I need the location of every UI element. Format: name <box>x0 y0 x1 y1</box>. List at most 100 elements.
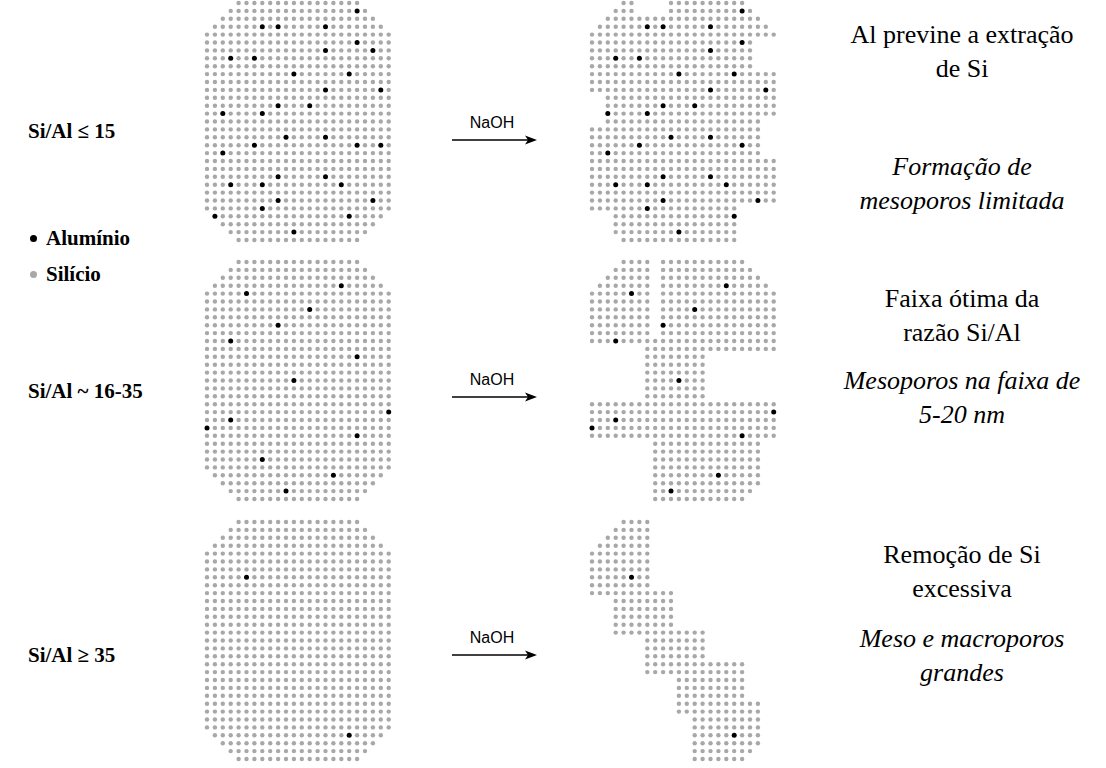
silicon-atom <box>724 190 728 194</box>
silicon-atom <box>347 378 351 382</box>
silicon-atom <box>716 17 720 21</box>
silicon-atom <box>252 331 256 335</box>
silicon-atom <box>347 151 351 155</box>
silicon-atom <box>292 1 296 5</box>
silicon-atom <box>292 17 296 21</box>
silicon-atom <box>590 206 594 210</box>
silicon-atom <box>347 167 351 171</box>
silicon-atom <box>323 473 327 477</box>
silicon-atom <box>387 119 391 123</box>
silicon-atom <box>284 40 288 44</box>
silicon-atom <box>236 135 240 139</box>
silicon-atom <box>363 268 367 272</box>
silicon-atom <box>355 56 359 60</box>
silicon-atom <box>614 80 618 84</box>
silicon-atom <box>205 80 209 84</box>
silicon-atom <box>244 151 248 155</box>
silicon-atom <box>347 135 351 139</box>
silicon-atom <box>308 457 312 461</box>
silicon-atom <box>629 32 633 36</box>
zeolite-after <box>590 1 776 242</box>
silicon-atom <box>379 323 383 327</box>
silicon-atom <box>276 370 280 374</box>
silicon-atom <box>748 48 752 52</box>
silicon-atom <box>379 339 383 343</box>
silicon-atom <box>221 56 225 60</box>
silicon-atom <box>284 323 288 327</box>
silicon-atom <box>669 183 673 187</box>
silicon-atom <box>284 331 288 335</box>
silicon-atom <box>205 32 209 36</box>
silicon-atom <box>764 32 768 36</box>
silicon-atom <box>229 127 233 131</box>
silicon-atom <box>371 111 375 115</box>
silicon-atom <box>347 410 351 414</box>
silicon-atom <box>629 143 633 147</box>
silicon-atom <box>268 347 272 351</box>
silicon-atom <box>387 80 391 84</box>
silicon-atom <box>331 238 335 242</box>
silicon-atom <box>685 127 689 131</box>
silicon-atom <box>355 307 359 311</box>
silicon-atom <box>292 465 296 469</box>
silicon-atom <box>732 167 736 171</box>
silicon-atom <box>379 370 383 374</box>
silicon-atom <box>244 481 248 485</box>
silicon-atom <box>772 198 776 202</box>
silicon-atom <box>268 32 272 36</box>
silicon-atom <box>669 143 673 147</box>
silicon-atom <box>236 25 240 29</box>
silicon-atom <box>371 386 375 390</box>
silicon-atom <box>236 190 240 194</box>
silicon-atom <box>355 473 359 477</box>
silicon-atom <box>371 410 375 414</box>
silicon-atom <box>379 175 383 179</box>
silicon-atom <box>355 32 359 36</box>
silicon-atom <box>260 96 264 100</box>
silicon-atom <box>236 276 240 280</box>
silicon-atom <box>276 299 280 303</box>
silicon-atom <box>363 72 367 76</box>
silicon-atom <box>213 151 217 155</box>
silicon-atom <box>629 9 633 13</box>
silicon-atom <box>756 119 760 123</box>
silicon-atom <box>205 363 209 367</box>
silicon-atom <box>308 119 312 123</box>
silicon-atom <box>371 370 375 374</box>
silicon-atom <box>724 238 728 242</box>
silicon-atom <box>732 25 736 29</box>
silicon-atom <box>724 111 728 115</box>
silicon-atom <box>669 56 673 60</box>
silicon-atom <box>637 183 641 187</box>
silicon-atom <box>292 457 296 461</box>
silicon-atom <box>276 315 280 319</box>
silicon-atom <box>347 473 351 477</box>
silicon-atom <box>260 394 264 398</box>
silicon-atom <box>700 143 704 147</box>
silicon-atom <box>284 284 288 288</box>
silicon-atom <box>724 206 728 210</box>
silicon-atom <box>355 25 359 29</box>
silicon-atom <box>732 88 736 92</box>
silicon-atom <box>244 230 248 234</box>
silicon-atom <box>221 284 225 288</box>
silicon-atom <box>221 370 225 374</box>
silicon-atom <box>700 119 704 123</box>
silicon-atom <box>268 151 272 155</box>
silicon-atom <box>213 111 217 115</box>
aluminum-atom <box>708 48 713 53</box>
silicon-atom <box>276 88 280 92</box>
silicon-atom <box>268 465 272 469</box>
silicon-atom <box>236 291 240 295</box>
silicon-atom <box>637 72 641 76</box>
silicon-atom <box>323 418 327 422</box>
silicon-atom <box>260 32 264 36</box>
silicon-atom <box>724 127 728 131</box>
silicon-atom <box>331 442 335 446</box>
silicon-atom <box>685 214 689 218</box>
silicon-atom <box>347 434 351 438</box>
silicon-atom <box>606 32 610 36</box>
silicon-atom <box>347 315 351 319</box>
silicon-atom <box>339 48 343 52</box>
silicon-atom <box>363 323 367 327</box>
